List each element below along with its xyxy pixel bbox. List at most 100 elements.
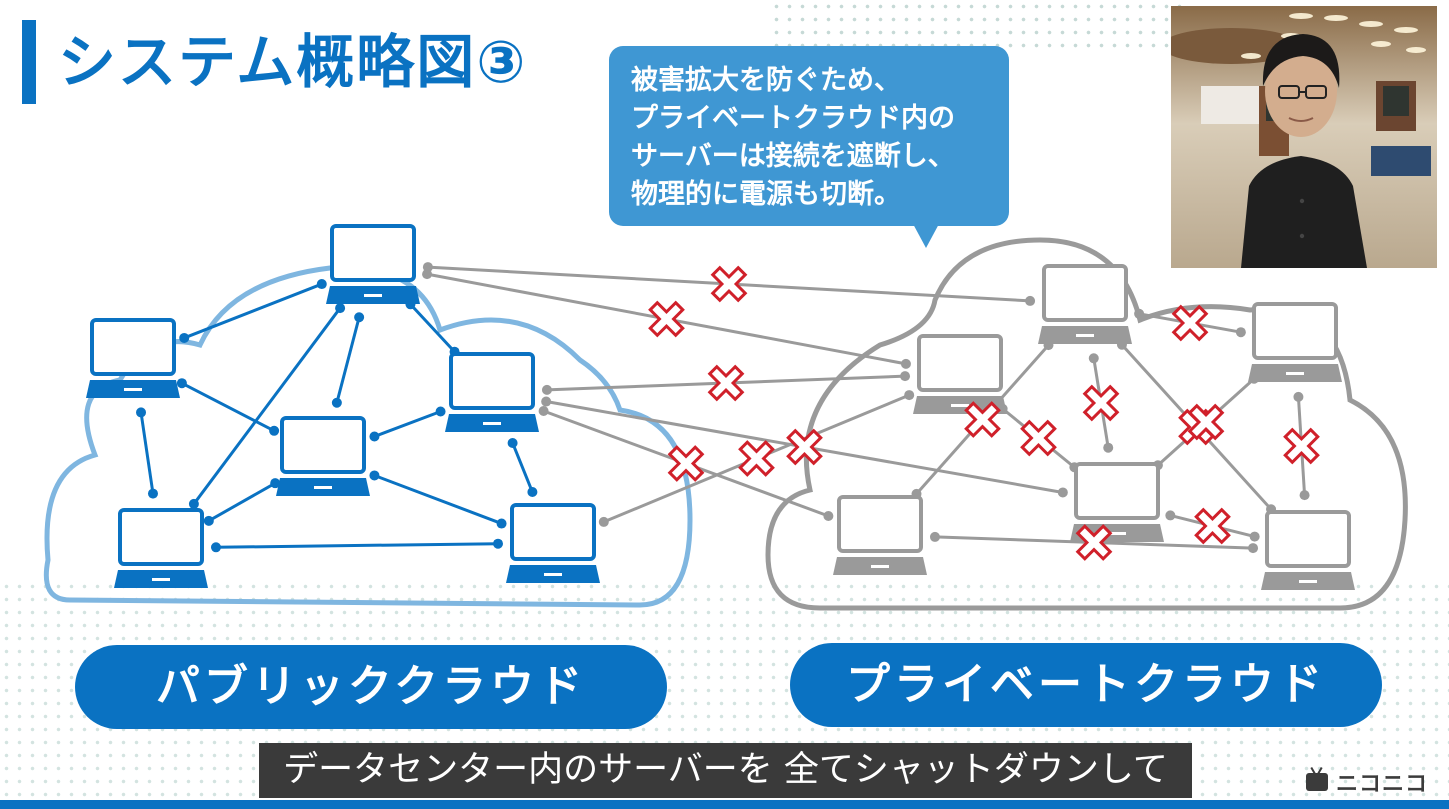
- laptop-trackpad: [544, 573, 562, 576]
- laptop-trackpad: [1299, 580, 1317, 583]
- link-endpoint: [203, 515, 214, 526]
- niconico-logo: ニコニコ: [1306, 766, 1428, 798]
- cut-x-shape: [1194, 507, 1231, 545]
- private-server-laptop-icon: [1070, 462, 1164, 542]
- callout-bubble: 被害拡大を防ぐため、 プライベートクラウド内の サーバーは接続を遮断し、 物理的…: [609, 46, 1009, 226]
- private-server-laptop-icon: [833, 495, 927, 575]
- slide-title: システム概略図③: [58, 28, 528, 96]
- laptop-trackpad: [152, 578, 170, 581]
- laptop-screen: [330, 224, 416, 282]
- title-accent-bar: [22, 20, 36, 104]
- laptop-trackpad: [951, 404, 969, 407]
- link-endpoint: [1248, 543, 1259, 554]
- callout-line: サーバーは接続を遮断し、: [631, 141, 955, 172]
- private-server-laptop-icon: [1038, 264, 1132, 344]
- link-endpoint: [1088, 353, 1099, 364]
- link-endpoint: [1235, 327, 1246, 338]
- link-endpoint: [422, 269, 433, 280]
- link-endpoint: [1293, 391, 1304, 402]
- cut-x-icon: [1283, 427, 1320, 465]
- cut-x-shape: [1283, 427, 1320, 465]
- laptop-screen: [917, 334, 1003, 392]
- cut-x-shape: [1082, 384, 1120, 422]
- cut-x-icon: [1187, 403, 1225, 441]
- cut-x-icon: [710, 265, 748, 303]
- link-endpoint: [316, 279, 327, 290]
- network-link: [183, 282, 323, 340]
- link-endpoint: [496, 518, 507, 529]
- link-endpoint: [507, 437, 518, 448]
- laptop-trackpad: [1286, 372, 1304, 375]
- laptop-trackpad: [483, 422, 501, 425]
- callout-line: 被害拡大を防ぐため、: [631, 65, 901, 96]
- laptop-trackpad: [1076, 334, 1094, 337]
- laptop-screen: [449, 352, 535, 410]
- public-cloud-label: パブリッククラウド: [75, 645, 667, 729]
- private-cloud-label: プライベートクラウド: [790, 643, 1382, 727]
- network-link: [511, 442, 534, 493]
- network-link: [181, 381, 275, 433]
- cut-x-shape: [648, 300, 685, 338]
- callout-line: 物理的に電源も切断。: [631, 179, 901, 210]
- link-endpoint: [527, 487, 538, 498]
- laptop-trackpad: [314, 486, 332, 489]
- link-endpoint: [904, 390, 915, 401]
- link-endpoint: [147, 488, 158, 499]
- cut-x-icon: [738, 440, 775, 477]
- laptop-screen: [1042, 264, 1128, 322]
- cut-x-shape: [1075, 524, 1113, 561]
- network-link: [192, 307, 342, 505]
- link-endpoint: [335, 303, 346, 314]
- cut-x-icon: [667, 445, 705, 482]
- link-endpoint: [538, 406, 549, 417]
- link-endpoint: [1165, 510, 1176, 521]
- decorative-dot-pattern-top: [770, 0, 1190, 50]
- cut-x-shape: [707, 364, 745, 402]
- public-server-laptop-icon: [445, 352, 539, 432]
- cut-x-shape: [738, 440, 775, 477]
- laptop-screen: [510, 503, 596, 561]
- laptop-screen: [1252, 302, 1338, 360]
- cut-x-shape: [1020, 419, 1057, 457]
- private-server-laptop-icon: [913, 334, 1007, 414]
- cut-x-shape: [786, 428, 823, 466]
- link-endpoint: [210, 542, 221, 553]
- link-endpoint: [176, 378, 187, 389]
- laptop-screen: [90, 318, 176, 376]
- subtitle-caption: データセンター内のサーバーを 全てシャットダウンして: [259, 743, 1192, 798]
- laptop-trackpad: [364, 294, 382, 297]
- cut-x-icon: [1171, 304, 1209, 342]
- link-endpoint: [1103, 442, 1114, 453]
- cut-x-shape: [1187, 403, 1225, 441]
- network-link: [208, 481, 276, 523]
- private-cloud-outline: [765, 237, 1408, 611]
- private-server-laptop-icon: [1248, 302, 1342, 382]
- callout-tail: [912, 222, 940, 248]
- cut-x-shape: [1171, 304, 1209, 342]
- laptop-trackpad: [1108, 532, 1126, 535]
- link-endpoint: [1134, 308, 1145, 319]
- link-endpoint: [435, 406, 446, 417]
- link-endpoint: [900, 371, 911, 382]
- link-endpoint: [188, 498, 199, 509]
- network-link: [139, 412, 155, 494]
- laptop-screen: [118, 508, 204, 566]
- link-layer: [136, 262, 1310, 554]
- cut-x-icon: [786, 428, 823, 466]
- network-link: [373, 410, 442, 438]
- cut-x-shape: [667, 445, 705, 482]
- cut-x-icon: [1194, 507, 1231, 545]
- link-endpoint: [541, 396, 552, 407]
- laptop-trackpad: [871, 565, 889, 568]
- network-link: [215, 542, 499, 549]
- link-endpoint: [1299, 490, 1310, 501]
- link-endpoint: [331, 397, 342, 408]
- cut-x-icon: [1082, 384, 1120, 422]
- link-endpoint: [598, 516, 609, 527]
- network-link: [409, 303, 456, 353]
- cut-marker-layer: [648, 265, 1320, 561]
- callout-line: プライベートクラウド内の: [631, 103, 955, 134]
- network-link: [335, 316, 361, 404]
- public-server-laptop-icon: [326, 224, 420, 304]
- public-server-laptop-icon: [276, 416, 370, 496]
